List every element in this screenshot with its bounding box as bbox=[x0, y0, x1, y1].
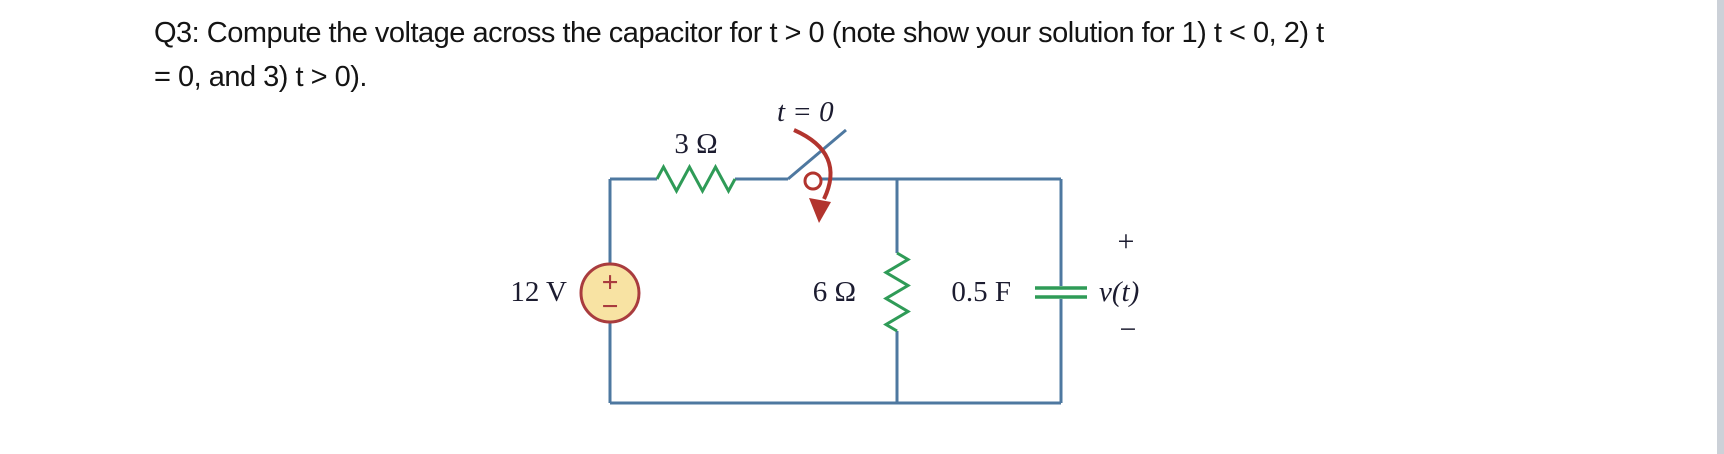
resistor-6ohm-zigzag bbox=[883, 251, 911, 333]
source-label: 12 V bbox=[510, 276, 567, 308]
resistor-3ohm-zigzag bbox=[655, 163, 737, 195]
switch-blade bbox=[787, 128, 847, 181]
switch-label: t = 0 bbox=[777, 96, 834, 128]
voltage-label: v(t) bbox=[1099, 276, 1139, 308]
series-resistor: 3 Ω bbox=[655, 128, 737, 195]
question-text: Q3: Compute the voltage across the capac… bbox=[154, 11, 1324, 99]
voltage-plus-sign: + bbox=[1118, 225, 1135, 258]
resistor-3ohm-label: 3 Ω bbox=[674, 128, 717, 160]
switch-arrowhead-icon bbox=[809, 198, 831, 223]
source-minus-sign: − bbox=[601, 290, 618, 323]
parallel-resistor: 6 Ω bbox=[813, 251, 911, 333]
switch: t = 0 bbox=[777, 96, 847, 223]
capacitor-label: 0.5 F bbox=[951, 276, 1011, 308]
output-voltage-annotation: + v(t) − bbox=[1099, 225, 1139, 346]
voltage-source-circle bbox=[579, 262, 641, 324]
switch-closing-arrow bbox=[793, 128, 833, 200]
voltage-source: + − 12 V bbox=[510, 262, 641, 324]
switch-contact-icon bbox=[803, 171, 823, 191]
source-plus-sign: + bbox=[601, 266, 618, 299]
scrollbar[interactable] bbox=[1717, 0, 1724, 454]
question-line-2: = 0, and 3) t > 0). bbox=[154, 61, 367, 93]
circuit-wires bbox=[608, 177, 1063, 405]
question-line-1: Q3: Compute the voltage across the capac… bbox=[154, 17, 1324, 49]
voltage-minus-sign: − bbox=[1120, 313, 1137, 346]
resistor-6ohm-label: 6 Ω bbox=[813, 276, 856, 308]
capacitor: 0.5 F bbox=[951, 276, 1087, 308]
